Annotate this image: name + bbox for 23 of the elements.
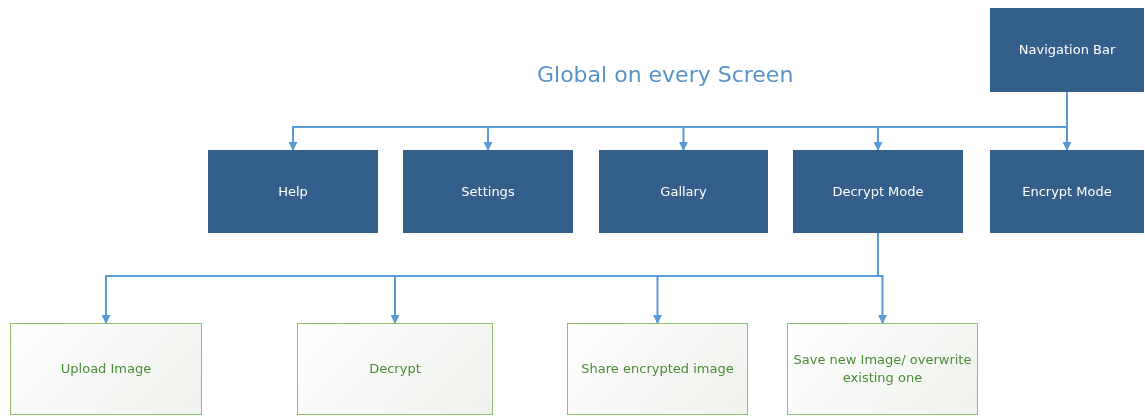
action-box <box>10 323 202 415</box>
node-label: Save new Image/ overwrite existing one <box>792 351 973 387</box>
menu-box <box>599 150 768 233</box>
menu-box <box>403 150 573 233</box>
arrow <box>1062 91 1072 151</box>
menu-box <box>793 150 963 233</box>
node-label: Help <box>278 182 308 201</box>
node-label: Navigation Bar <box>1018 41 1116 59</box>
arrow <box>877 232 887 324</box>
node-label: Share encrypted image <box>581 360 734 378</box>
diagram-title: Global on every Screen <box>537 62 794 87</box>
node-label: Decrypt Mode <box>832 182 924 201</box>
node-label: Upload Image <box>60 360 152 378</box>
node-label: Settings <box>461 182 515 201</box>
action-box <box>297 323 493 415</box>
menu-box <box>208 150 378 233</box>
node-label: Encrypt Mode <box>1022 182 1112 201</box>
node-label: Decrypt <box>369 360 421 378</box>
action-box <box>787 323 978 415</box>
menu-box <box>990 150 1144 233</box>
menu-box <box>990 8 1144 92</box>
node-label: Gallary <box>660 182 707 201</box>
action-box <box>567 323 748 415</box>
